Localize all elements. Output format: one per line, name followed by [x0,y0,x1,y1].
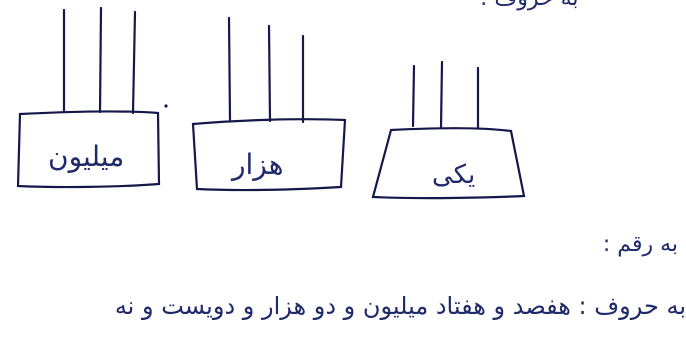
written-answer-line: به حروف : هفصد و هفتاد میلیون و دو هزار … [114,292,686,320]
top-heading: به حروف : [480,0,578,11]
rods-ones [411,60,480,130]
box-thousand [191,118,347,192]
box-label-ones: یکی [432,160,476,190]
numeric-answer-label: به رقم : [602,232,678,257]
rod [267,24,272,123]
rod [131,10,137,115]
box-ones [371,127,526,200]
box-label-thousand: هزار [232,148,284,181]
rods-million [62,6,137,115]
box-million [16,110,161,189]
rod [98,6,103,114]
rod [227,16,232,122]
box-label-million: میلیون [48,140,125,173]
ink-dot [164,104,168,108]
rods-thousand [227,16,305,124]
rod [439,60,444,130]
rod [411,64,416,128]
